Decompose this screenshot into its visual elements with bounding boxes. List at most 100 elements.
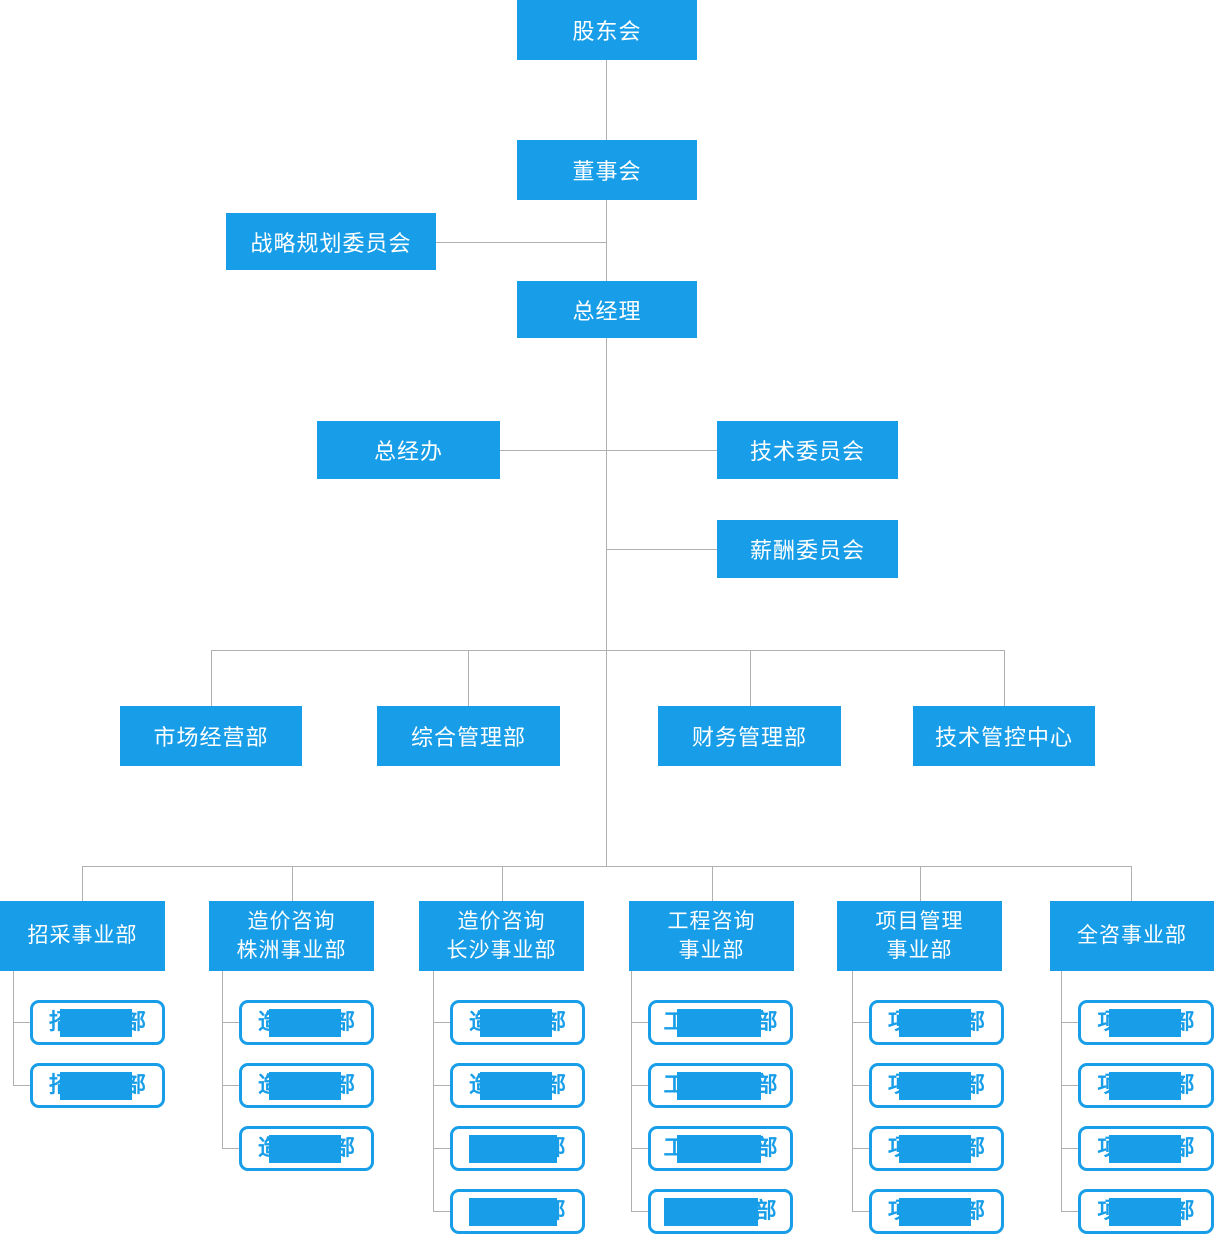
redaction-block	[469, 1134, 558, 1163]
sub-dept-box: 工 部	[648, 1000, 793, 1045]
sub-dept-box: 造 部	[239, 1126, 374, 1171]
connector-line	[1061, 971, 1062, 1211]
sub-dept-box: 项 部	[869, 1000, 1004, 1045]
connector-line	[13, 1085, 30, 1086]
connector-line	[1061, 1211, 1078, 1212]
connector-line	[211, 650, 212, 706]
connector-line	[468, 650, 469, 706]
sub-dept-box: 项 部	[869, 1126, 1004, 1171]
connector-line	[1061, 1085, 1078, 1086]
connector-line	[631, 1085, 648, 1086]
sub-dept-box: 项 部	[869, 1063, 1004, 1108]
org-node-label: 造价咨询	[457, 908, 546, 933]
connector-line	[852, 971, 853, 1211]
sub-dept-visible-suffix: 部	[755, 1072, 778, 1098]
org-node-label: 项目管理	[875, 908, 964, 933]
connector-line	[222, 1022, 239, 1023]
org-node-tech-committee: 技术委员会	[717, 421, 898, 479]
sub-dept-box: 工 部	[648, 1126, 793, 1171]
sub-dept-box: 项 部	[1078, 1000, 1214, 1045]
org-node-gm-office: 总经办	[317, 421, 500, 479]
redaction-block	[676, 1008, 761, 1037]
connector-line	[222, 1148, 239, 1149]
org-node-label: 招采事业部	[27, 923, 138, 948]
org-node-division-full-consulting: 全咨事业部	[1050, 901, 1214, 971]
sub-dept-box: 项 部	[869, 1189, 1004, 1234]
org-node-label: 总经理	[572, 299, 642, 325]
redaction-block	[480, 1071, 552, 1100]
org-node-label: 薪酬委员会	[749, 539, 865, 564]
redaction-block	[469, 1197, 558, 1226]
connector-line	[82, 866, 83, 901]
sub-dept-box: 部	[450, 1126, 585, 1171]
connector-line	[631, 1148, 648, 1149]
org-node-label: 长沙事业部	[446, 938, 557, 962]
connector-line	[1061, 1022, 1078, 1023]
redaction-block	[1108, 1134, 1181, 1163]
connector-line	[82, 866, 1131, 867]
redaction-block	[60, 1008, 132, 1037]
redaction-block	[676, 1134, 761, 1163]
connector-line	[13, 1022, 30, 1023]
connector-line	[433, 971, 434, 1211]
sub-dept-visible-suffix: 部	[754, 1198, 777, 1224]
connector-line	[13, 971, 14, 1085]
org-node-dept-tech-control-center: 技术管控中心	[913, 706, 1095, 766]
redaction-block	[60, 1071, 132, 1100]
org-node-label: 财务管理部	[691, 726, 807, 751]
org-node-general-manager: 总经理	[517, 281, 697, 338]
connector-line	[852, 1148, 869, 1149]
redaction-block	[269, 1071, 341, 1100]
connector-line	[712, 866, 713, 901]
connector-line	[920, 866, 921, 901]
sub-dept-box: 部	[648, 1189, 793, 1234]
org-node-label: 全咨事业部	[1077, 923, 1187, 948]
connector-line	[1061, 1148, 1078, 1149]
org-node-label: 综合管理部	[410, 726, 526, 751]
org-node-salary-committee: 薪酬委员会	[717, 520, 898, 578]
org-node-label: 株洲事业部	[236, 938, 347, 962]
connector-line	[433, 1022, 450, 1023]
org-node-label: 事业部	[678, 938, 745, 962]
sub-dept-box: 造 部	[450, 1063, 585, 1108]
connector-line	[1131, 866, 1132, 901]
sub-dept-box: 项 部	[1078, 1063, 1214, 1108]
connector-line	[606, 338, 607, 866]
org-node-label: 造价咨询	[247, 908, 336, 933]
connector-line	[211, 650, 1004, 651]
redaction-block	[899, 1008, 971, 1037]
redaction-block	[269, 1134, 341, 1163]
connector-line	[502, 866, 503, 901]
connector-line	[631, 1022, 648, 1023]
redaction-block	[1108, 1197, 1181, 1226]
connector-line	[222, 971, 223, 1148]
sub-dept-box: 项 部	[1078, 1189, 1214, 1234]
sub-dept-box: 项 部	[1078, 1126, 1214, 1171]
sub-dept-box: 部	[450, 1189, 585, 1234]
redaction-block	[664, 1197, 759, 1226]
org-node-label: 工程咨询	[667, 908, 756, 933]
redaction-block	[899, 1134, 971, 1163]
sub-dept-visible-suffix: 部	[755, 1009, 778, 1035]
sub-dept-box: 招 部	[30, 1000, 165, 1045]
org-node-dept-finance: 财务管理部	[658, 706, 841, 766]
org-node-label: 董事会	[572, 160, 642, 185]
org-node-board: 董事会	[517, 140, 697, 200]
connector-line	[433, 1211, 450, 1212]
connector-line	[852, 1022, 869, 1023]
sub-dept-box: 工 部	[648, 1063, 793, 1108]
connector-line	[1004, 650, 1005, 706]
redaction-block	[1108, 1008, 1181, 1037]
org-node-label: 市场经营部	[153, 726, 269, 751]
connector-line	[222, 1085, 239, 1086]
org-node-division-cost-changsha: 造价咨询 长沙事业部	[419, 901, 584, 971]
redaction-block	[269, 1008, 341, 1037]
connector-line	[631, 971, 632, 1211]
org-node-label: 技术管控中心	[934, 726, 1073, 751]
connector-line	[750, 650, 751, 706]
connector-line	[606, 200, 607, 281]
sub-dept-box: 造 部	[239, 1063, 374, 1108]
connector-line	[500, 450, 717, 451]
org-node-division-bidding: 招采事业部	[0, 901, 165, 971]
